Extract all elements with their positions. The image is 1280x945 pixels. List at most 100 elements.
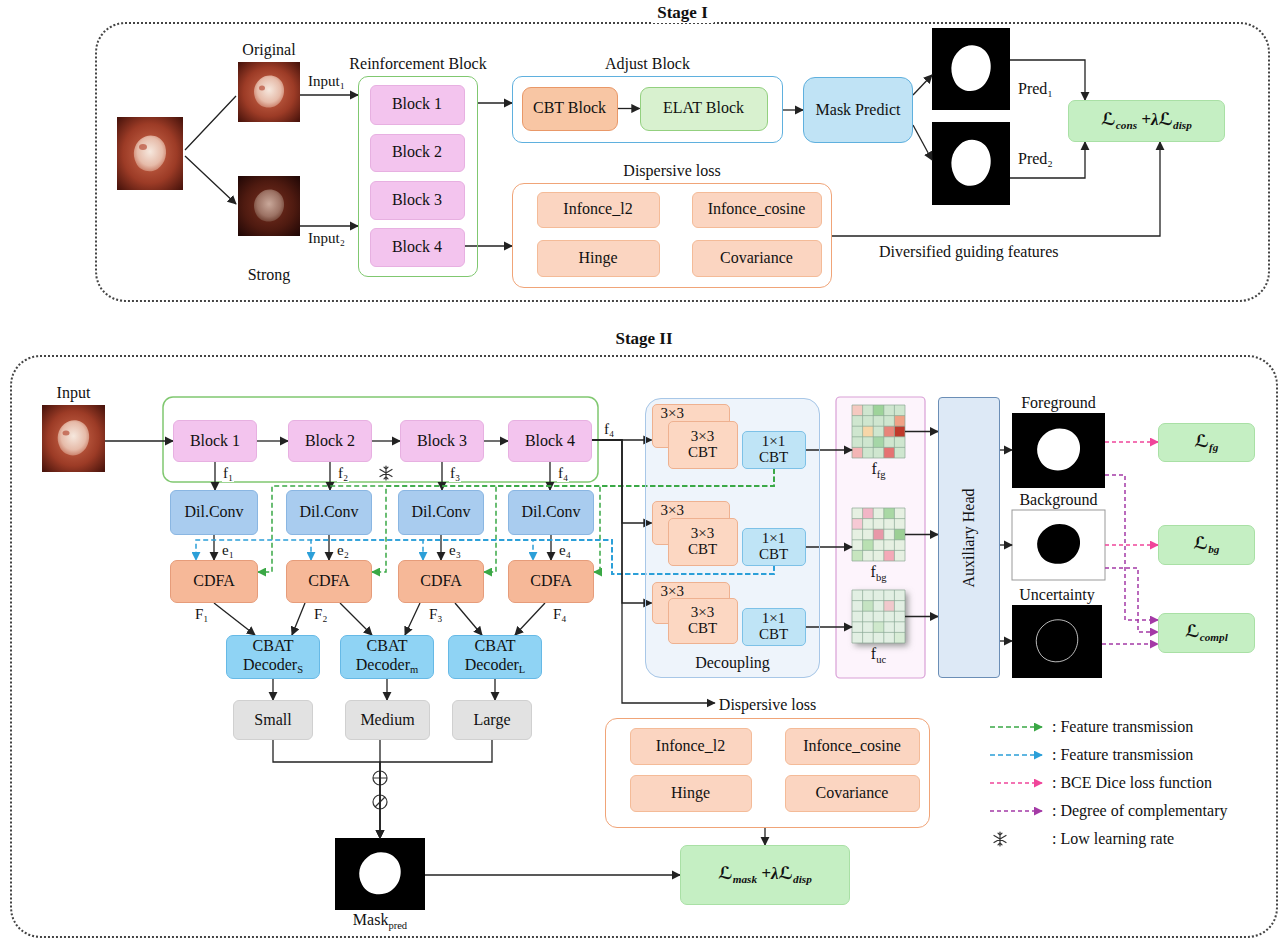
encoder-block: Block 4 (508, 420, 592, 462)
text-group: CBAT Decoderm (351, 637, 423, 676)
node-text: 3×3 CBT (688, 525, 717, 557)
loss-term: Hinge (630, 775, 752, 812)
connector (592, 440, 652, 603)
encoder-block: Block 4 (370, 228, 465, 267)
connector (273, 740, 380, 838)
connector (913, 75, 932, 95)
connector (905, 431, 938, 432)
node-text: Decoupling (695, 654, 770, 671)
loss-term: Hinge (537, 240, 660, 277)
subscript-text: mask (733, 873, 757, 885)
connector (832, 142, 1160, 236)
text-group: Adjust Block (605, 55, 690, 73)
node-text: Input (57, 384, 91, 401)
edge-label: e₂ (336, 542, 350, 559)
text-group: ffg (871, 460, 885, 481)
text-group: Block 2 (305, 432, 355, 450)
edge-label: F₃ (428, 606, 444, 623)
encoder-block: Block 1 (370, 85, 465, 125)
text-group: CDFA (308, 572, 350, 590)
connector (550, 535, 551, 560)
node-text: f (871, 460, 876, 477)
node-text: Pred₁ (1018, 80, 1053, 97)
scale-box: Large (452, 700, 532, 740)
head-box: Auxiliary Head (938, 397, 1000, 678)
connector (328, 535, 329, 560)
text-group: Dil.Conv (521, 503, 580, 521)
connector (484, 440, 508, 441)
loss-term: Covariance (785, 775, 920, 812)
node-text: ℒ (1101, 110, 1116, 129)
text-group: Input (57, 384, 91, 402)
image-panel: Strong (238, 176, 300, 236)
node-text: CDFA (308, 572, 350, 589)
connector (905, 534, 938, 535)
node-text: Uncertainty (1019, 586, 1095, 603)
edge-label: f₃ (449, 465, 461, 482)
node-text: Infonce_l2 (563, 200, 632, 217)
decoder-box: CBAT DecoderL (448, 635, 542, 679)
encoder-block: Block 2 (288, 420, 372, 462)
connector (440, 535, 441, 560)
image-panel: Pred₂ (932, 122, 1010, 205)
node-text: Covariance (816, 784, 889, 801)
node-text: Mask (353, 911, 389, 928)
node-text: Strong (248, 266, 291, 283)
endoscopy-image (42, 405, 105, 472)
text-group: 3×3 (661, 503, 684, 519)
text-group: Pred₁ (1018, 80, 1053, 98)
text-group: 3×3 CBT (683, 526, 723, 558)
text-group: Reinforcement Block (349, 55, 486, 73)
edge-label: F₁ (194, 606, 210, 623)
elat-block: ELAT Block (640, 87, 768, 131)
connector (425, 874, 680, 875)
encoder-block: Block 3 (370, 181, 465, 220)
edge-label: F₂ (313, 606, 329, 623)
cbt-block: CBT Block (522, 87, 618, 131)
connector (257, 440, 288, 441)
loss-term: Infonce_l2 (537, 192, 660, 228)
subscript-text: S (297, 664, 303, 675)
loss-group: Dispersive lossInfonce_l2Infonce_cosineH… (605, 718, 930, 828)
mask-image (335, 838, 425, 910)
loss-box: ℒcompl (1158, 613, 1255, 653)
loss-term: Infonce_l2 (630, 728, 752, 765)
feature-label: f₄ (603, 421, 615, 438)
node-text: Foreground (1021, 394, 1096, 411)
image-panel: Original (238, 62, 300, 122)
node-text: Pred₂ (1018, 150, 1053, 167)
node-text: Dil.Conv (184, 503, 243, 520)
connector (1105, 441, 1158, 443)
fusion-box: CDFA (508, 560, 594, 603)
legend-text: : Degree of complementary (1052, 801, 1227, 820)
split-arrows (185, 96, 236, 204)
text-group: Hinge (671, 784, 710, 802)
connector (214, 462, 215, 490)
uncertainty-image (1012, 605, 1102, 678)
node-text: Mask Predict (816, 101, 901, 118)
encoder-frame (163, 397, 598, 482)
fusion-box: CDFA (398, 560, 484, 603)
connector (300, 94, 358, 95)
node-text: Block 4 (392, 238, 442, 255)
text-group: 1×1 CBT (756, 531, 792, 563)
connector (1010, 142, 1085, 178)
node-text: CDFA (530, 572, 572, 589)
node-text: Dispersive loss (719, 696, 816, 713)
text-group: Foreground (1021, 394, 1096, 412)
conv-card: 1×1 CBT (742, 528, 806, 566)
node-text: 3×3 CBT (688, 604, 717, 636)
text-group: Background (1019, 491, 1097, 509)
node-text: Block 3 (417, 432, 467, 449)
node-text: Block 4 (525, 432, 575, 449)
node-text: Dil.Conv (299, 503, 358, 520)
feature-grid (852, 590, 905, 643)
node-text: 3×3 (661, 405, 684, 421)
subscript-text: bg (876, 572, 887, 583)
connector (806, 546, 853, 547)
node-text: 3×3 (661, 583, 684, 599)
text-group: ℒcons+λℒdisp (1101, 110, 1192, 132)
decoupling-fill (645, 398, 820, 678)
connector (1105, 568, 1158, 632)
